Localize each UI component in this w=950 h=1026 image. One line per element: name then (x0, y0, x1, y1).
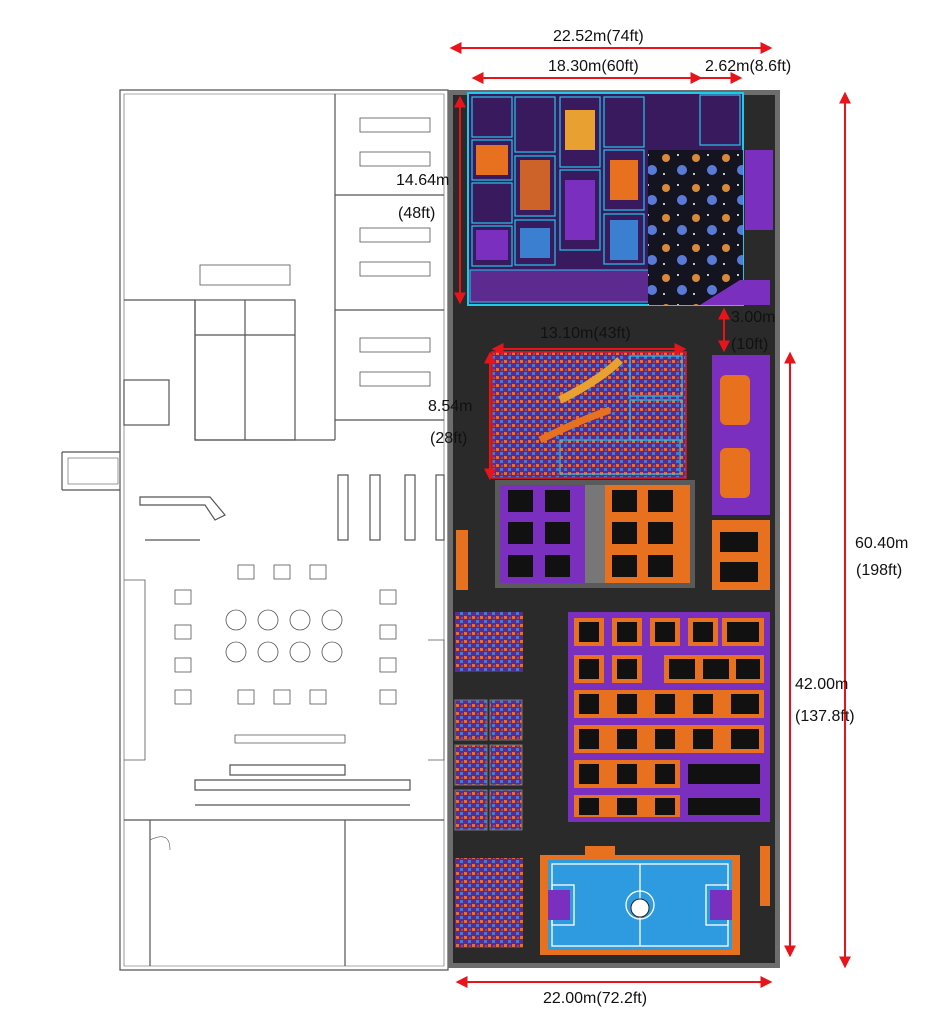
dim-park-length-ft: (137.8ft) (795, 708, 855, 725)
trampoline-park (448, 90, 780, 968)
party-room-tables (359, 117, 431, 387)
cafe-tables (124, 564, 445, 761)
dim-ninja-depth-ft: (28ft) (430, 430, 468, 447)
dim-gap-m: 3.00m (731, 309, 776, 326)
soft-play-accents (469, 110, 671, 303)
dim-park-length-m: 42.00m (795, 676, 849, 693)
ninja-course-towers (559, 355, 683, 475)
main-trampoline-beds (574, 618, 764, 817)
dim-play-depth-m: 14.64m (396, 172, 450, 189)
space-zone (648, 150, 743, 305)
dim-soft-play-width: 13.10m(43ft) (540, 325, 631, 342)
dim-total-width-top: 22.52m(74ft) (553, 28, 644, 45)
dim-bottom-width: 22.00m(72.2ft) (543, 990, 648, 1007)
soccer-ball-icon (630, 898, 650, 918)
soft-play-grid (471, 94, 741, 267)
dim-play-depth-ft: (48ft) (398, 205, 436, 222)
space-zone-ramp (700, 280, 770, 305)
dim-play-width: 18.30m(60ft) (548, 58, 639, 75)
dim-total-length-m: 60.40m (855, 535, 909, 552)
kids-mats (454, 699, 523, 948)
dim-total-length-ft: (198ft) (856, 562, 903, 579)
building-outline (61, 89, 449, 971)
foam-pit (455, 612, 523, 672)
dim-side-width: 2.62m(8.6ft) (705, 58, 792, 75)
dim-gap-ft: (10ft) (731, 336, 769, 353)
dimension-arrows (449, 42, 851, 988)
dim-ninja-depth-m: 8.54m (428, 398, 473, 415)
